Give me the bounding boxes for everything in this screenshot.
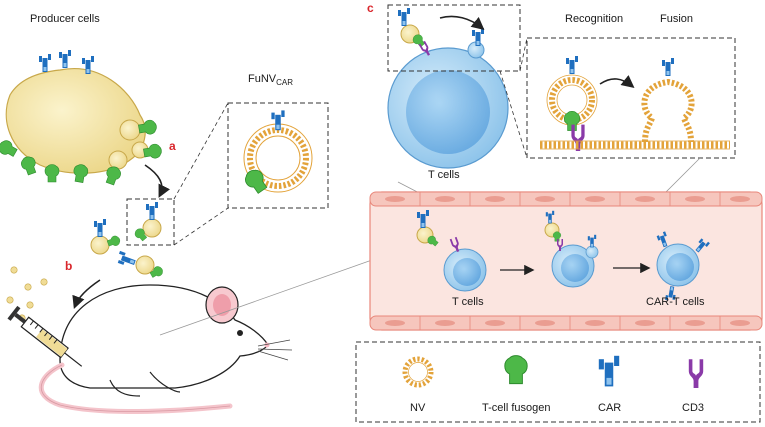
- vessel-funv: [416, 210, 440, 248]
- zoom-line: [519, 37, 528, 72]
- legend-cd3-icon: [688, 359, 704, 388]
- legend-car-icon: [598, 355, 620, 387]
- funv-zoom-box: [227, 102, 329, 209]
- producer-cells-label: Producer cells: [30, 13, 100, 25]
- car-t-cells-label: CAR-T cells: [646, 296, 705, 308]
- recognition-label: Recognition: [565, 13, 623, 25]
- panel-letter-a: a: [169, 139, 176, 153]
- funv-small: [132, 202, 162, 243]
- nv-zoom-box-small: [126, 198, 175, 246]
- arrow-b: [72, 279, 101, 309]
- mouse: [38, 284, 293, 414]
- legend-label-car: CAR: [598, 402, 621, 414]
- released-funv: [90, 219, 165, 280]
- funv-car-label: FuNVCAR: [248, 73, 293, 87]
- arrow-recognition-fusion: [599, 75, 635, 88]
- vessel-car-t-cell: [656, 231, 710, 302]
- zoom-line: [173, 102, 229, 200]
- zoom-line: [499, 70, 528, 159]
- arrow-c: [439, 15, 485, 31]
- zoom-line: [173, 207, 229, 246]
- fusion-label: Fusion: [660, 13, 693, 25]
- t-cells-label-vessel: T cells: [452, 296, 484, 308]
- legend-box: [355, 341, 761, 423]
- legend-label-nv: NV: [410, 402, 426, 414]
- legend-fusogen-icon: [504, 355, 528, 385]
- recognition-fusion-box: [526, 37, 736, 159]
- t-cell-membrane: [540, 140, 730, 150]
- panel-letter-c: c: [367, 1, 374, 15]
- vessel-t-cell-1: [443, 236, 487, 292]
- syringe: [7, 305, 83, 367]
- legend-nv-icon: [402, 356, 434, 388]
- funv-large-vesicle: [241, 110, 313, 196]
- panel-letter-b: b: [65, 259, 72, 273]
- t-cell-large: [387, 28, 509, 169]
- legend-label-cd3: CD3: [682, 402, 704, 414]
- recognition-vesicle: [546, 56, 598, 151]
- recognition-zoom-box: [387, 4, 521, 72]
- arrow-a: [144, 164, 171, 198]
- t-cells-label-top: T cells: [428, 169, 460, 181]
- vessel-t-cell-2: [544, 210, 599, 288]
- fusion-vesicle: [641, 58, 695, 143]
- legend-label-fusogen: T-cell fusogen: [482, 402, 550, 414]
- funv-binding-small: [398, 8, 433, 57]
- connector-line: [159, 259, 373, 336]
